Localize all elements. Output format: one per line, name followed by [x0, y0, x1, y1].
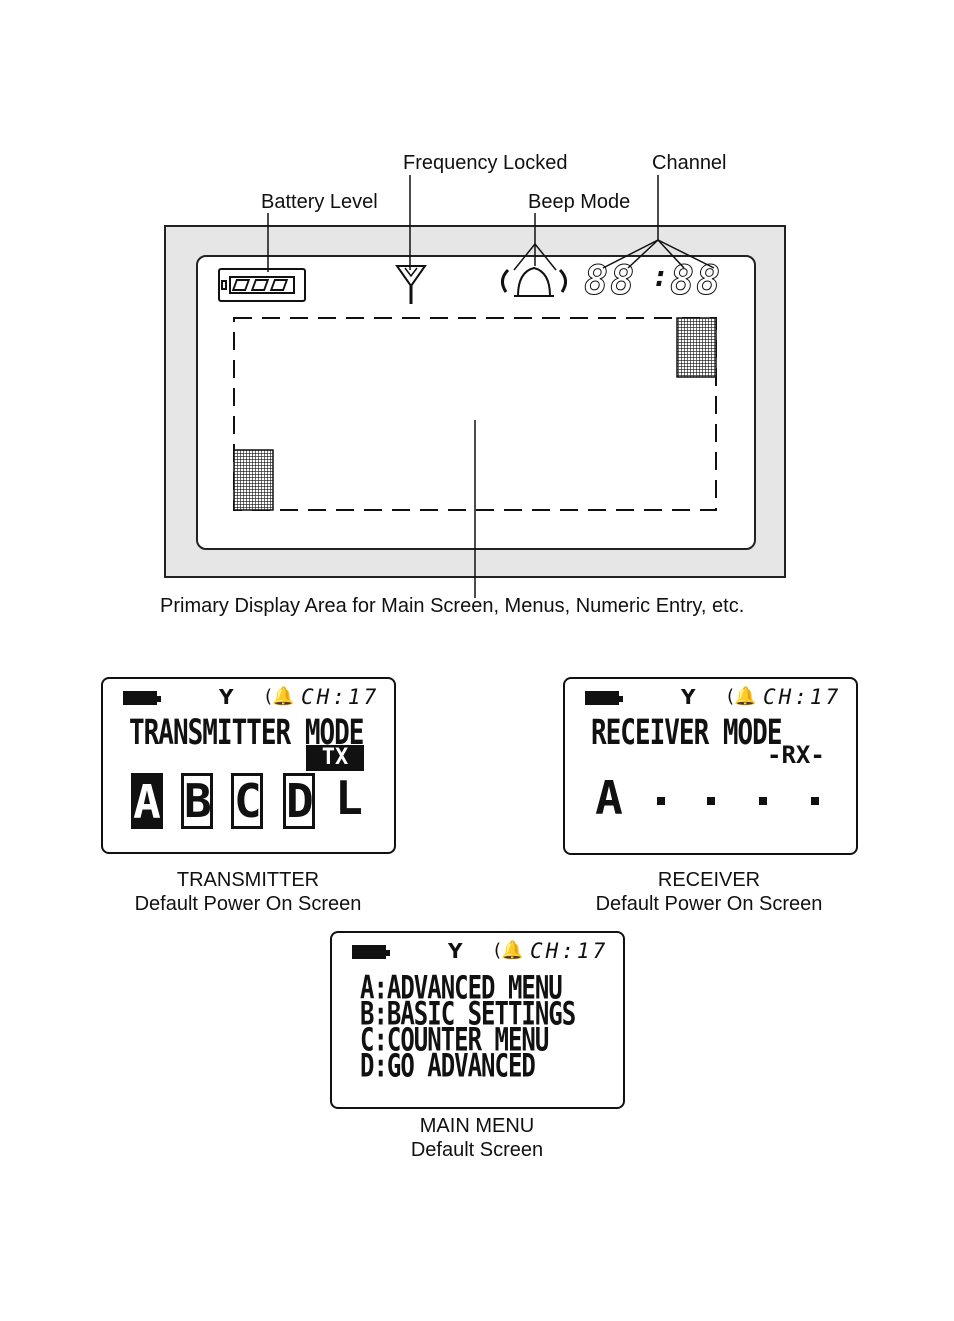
- main-menu-caption: MAIN MENU Default Screen: [327, 1114, 627, 1162]
- caption-title: TRANSMITTER: [176, 869, 320, 891]
- bell-icon: [501, 266, 567, 297]
- channel-colon: :: [652, 260, 669, 293]
- menu-item-advanced[interactable]: A:ADVANCED MENU: [360, 969, 563, 1007]
- status-bar: Y (🔔 CH:17: [332, 939, 623, 965]
- bell-icon: (🔔: [265, 686, 295, 707]
- tx-tag: TX: [306, 745, 364, 771]
- menu-item-go-advanced[interactable]: D:GO ADVANCED: [360, 1047, 536, 1085]
- channel-digits-right: 88: [669, 258, 723, 305]
- empty-slot-dot: [707, 797, 715, 805]
- battery-icon: [218, 268, 306, 302]
- transmitter-caption: TRANSMITTER Default Power On Screen: [98, 868, 398, 916]
- antenna-icon: Y: [681, 685, 696, 709]
- receiver-screen: Y (🔔 CH:17 RECEIVER MODE -RX- A: [563, 677, 858, 855]
- receiver-caption: RECEIVER Default Power On Screen: [559, 868, 859, 916]
- antenna-icon: Y: [219, 685, 234, 709]
- channel-indicator: CH:17: [763, 685, 842, 709]
- bell-icon: (🔔: [494, 940, 524, 961]
- status-bar: Y (🔔 CH:17: [565, 685, 856, 711]
- transmitter-screen: Y (🔔 CH:17 TRANSMITTER MODE TX A B C D L: [101, 677, 396, 854]
- battery-icon: [585, 691, 623, 705]
- caption-title: MAIN MENU: [419, 1115, 535, 1137]
- channel-label: Channel: [652, 152, 727, 174]
- bell-icon: (🔔: [727, 686, 757, 707]
- battery-icon: [352, 945, 390, 959]
- channel-letter: A: [595, 771, 623, 825]
- pixel-block-bottom-left: [233, 449, 274, 511]
- channel-display: 88 : 88: [583, 258, 734, 306]
- primary-display-area: [233, 317, 717, 511]
- primary-display-label: Primary Display Area for Main Screen, Me…: [160, 595, 745, 617]
- menu-item-counter[interactable]: C:COUNTER MENU: [360, 1021, 549, 1059]
- empty-slot-dot: [811, 797, 819, 805]
- rx-tag: -RX-: [767, 741, 825, 769]
- frequency-locked-label: Frequency Locked: [403, 152, 568, 174]
- caption-subtitle: Default Power On Screen: [595, 893, 823, 915]
- empty-slot-dot: [759, 797, 767, 805]
- status-bar: Y (🔔 CH:17: [103, 685, 394, 711]
- channel-letter: B: [181, 773, 213, 829]
- channel-letter: C: [231, 773, 263, 829]
- channel-letter: A: [131, 773, 163, 829]
- mode-title: RECEIVER MODE: [591, 713, 782, 754]
- channel-indicator: CH:17: [530, 939, 609, 963]
- channel-letter: L: [335, 771, 363, 825]
- main-menu-screen: Y (🔔 CH:17 A:ADVANCED MENU B:BASIC SETTI…: [330, 931, 625, 1109]
- pixel-block-top-right: [676, 317, 717, 378]
- caption-title: RECEIVER: [657, 869, 761, 891]
- channel-indicator: CH:17: [301, 685, 380, 709]
- antenna-icon: [395, 265, 427, 304]
- lcd-glass: [196, 255, 756, 550]
- menu-item-basic-settings[interactable]: B:BASIC SETTINGS: [360, 995, 576, 1033]
- battery-level-label: Battery Level: [261, 191, 378, 213]
- caption-subtitle: Default Power On Screen: [134, 893, 362, 915]
- beep-mode-label: Beep Mode: [528, 191, 631, 213]
- caption-subtitle: Default Screen: [410, 1139, 544, 1161]
- empty-slot-dot: [657, 797, 665, 805]
- battery-icon: [123, 691, 161, 705]
- antenna-icon: Y: [448, 939, 463, 963]
- channel-letter: D: [283, 773, 315, 829]
